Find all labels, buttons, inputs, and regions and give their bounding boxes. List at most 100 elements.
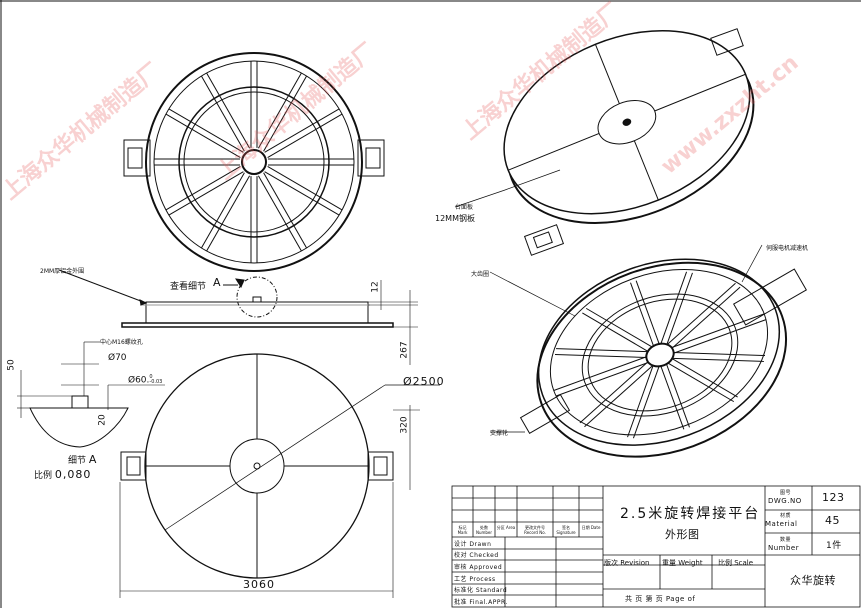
dwg-no-label-cn: 图号 — [780, 490, 792, 496]
sign-row-checked: 校对 Checked — [454, 552, 499, 559]
detail-a-circle — [236, 276, 278, 318]
sign-row-final: 批准 Final.APPR. — [454, 599, 508, 606]
sign-row-drawn: 设计 Drawn — [454, 541, 492, 548]
frame-spoke — [206, 72, 251, 149]
frame-spoke — [556, 348, 648, 353]
material-value: 45 — [825, 514, 840, 527]
dim-dia-2500: Ø2500 — [403, 375, 445, 388]
front-bracket-left — [120, 451, 147, 481]
frame-spoke — [673, 351, 766, 357]
dwg-no-value: 123 — [822, 491, 845, 504]
frame-spoke — [263, 75, 308, 152]
tol-lower: -0.03 — [149, 379, 163, 385]
bracket-right — [357, 139, 385, 177]
rev-header-date: 日期 Date — [581, 525, 601, 530]
number-label: Number — [768, 544, 800, 552]
rev-header-area: 分区 Area — [496, 525, 516, 530]
frame-spoke — [584, 365, 653, 428]
detail-text: 细节 — [68, 456, 87, 466]
sign-row-approved: 审核 Approved — [454, 564, 503, 571]
drawing-subtitle: 外形图 — [665, 528, 700, 541]
frame-spoke — [257, 175, 302, 252]
scale-label: 比例 Scale — [718, 559, 754, 567]
label-detail-letter: A — [213, 276, 222, 289]
number-label-cn: 数量 — [780, 537, 792, 543]
frame-spoke — [555, 362, 649, 397]
frame-spoke — [667, 362, 735, 403]
tol-upper: 0 — [149, 374, 153, 380]
frame-spoke — [168, 108, 244, 153]
frame-spoke — [264, 171, 340, 216]
drawing-title: 2.5米旋转焊接平台 — [620, 506, 761, 522]
label-scale: 比例 0,080 — [34, 468, 91, 481]
frame-spoke — [264, 108, 340, 153]
frame-spoke — [582, 312, 649, 353]
detail-a-view — [17, 341, 165, 448]
scale-text: 比例 — [34, 471, 53, 481]
frame-spoke — [200, 75, 245, 152]
frame-spoke — [627, 364, 654, 438]
dim-dia-60-value: Ø60. — [128, 375, 150, 386]
dim-3060: 3060 — [243, 578, 275, 591]
dim-20: 20 — [97, 414, 108, 426]
support-wheel-unit — [519, 394, 571, 434]
frame-spoke — [165, 166, 241, 211]
material-label-cn: 材质 — [780, 513, 792, 519]
frame-spoke — [267, 113, 343, 158]
side-view — [58, 269, 418, 365]
frame-spoke — [660, 271, 688, 345]
dim-dia-70: Ø70 — [108, 353, 127, 363]
dim-320: 320 — [399, 416, 410, 434]
label-center-hole: 中心M16螺纹孔 — [100, 339, 143, 346]
frame-spoke — [660, 365, 685, 430]
label-table-top: 台面板 — [455, 204, 474, 211]
servo-motor-unit — [733, 268, 807, 326]
frame-spoke — [579, 361, 649, 424]
label-gear-ring: 大齿圈 — [471, 271, 490, 278]
weight-label: 重量 Weight — [662, 559, 703, 567]
frame-spoke — [200, 172, 245, 249]
sign-row-process: 工艺 Process — [454, 576, 496, 583]
label-plate-outer: 2MM厚铝金外围 — [40, 268, 85, 275]
frame-spoke — [671, 313, 765, 348]
label-support-wheel: 支撑轮 — [490, 430, 509, 437]
dim-50: 50 — [6, 359, 17, 371]
dim-dia-60: Ø60.0-0.03 — [128, 375, 162, 386]
frame-spoke — [674, 319, 767, 354]
number-value: 1件 — [826, 541, 842, 551]
frame-spoke — [671, 286, 741, 349]
frame-spoke — [257, 72, 302, 149]
frame-spoke — [554, 353, 647, 359]
label-plate-12mm: 12MM钢板 — [435, 214, 475, 223]
rev-header-mark: 标记 Mark — [457, 525, 468, 535]
frame-spoke — [553, 356, 646, 391]
frame-spoke — [665, 362, 690, 428]
material-label: Material — [765, 520, 798, 528]
frame-spoke — [630, 282, 655, 348]
frame-spoke — [635, 280, 660, 345]
frame-spoke — [667, 282, 736, 345]
page-label: 共 页 第 页 Page of — [625, 595, 696, 603]
disk-isometric-view — [503, 30, 755, 224]
disk-bracket-top — [710, 28, 744, 56]
frame-spoke — [206, 175, 251, 252]
frame-spoke — [168, 171, 244, 216]
frame-spoke — [632, 365, 660, 439]
dwg-no-label: DWG.NO — [768, 497, 802, 505]
dim-12: 12 — [370, 281, 381, 293]
frame-spoke — [267, 166, 343, 211]
detail-letter: A — [88, 453, 98, 466]
frame-spoke — [263, 172, 308, 249]
rev-header-record: 更改文件号 Record No. — [524, 525, 546, 535]
revision-label: 版次 Revision — [604, 559, 650, 567]
rev-header-number: 处数 Number — [475, 525, 493, 535]
frame-spoke — [672, 357, 764, 362]
company-name: 众华旋转 — [790, 574, 836, 587]
frame-spoke — [585, 307, 653, 348]
dim-267: 267 — [399, 341, 410, 359]
rev-header-signature: 签名 Signature — [556, 525, 576, 535]
disk-bracket-bottom — [523, 224, 565, 256]
frame-spoke — [666, 272, 693, 346]
frame-top-view — [123, 52, 385, 272]
